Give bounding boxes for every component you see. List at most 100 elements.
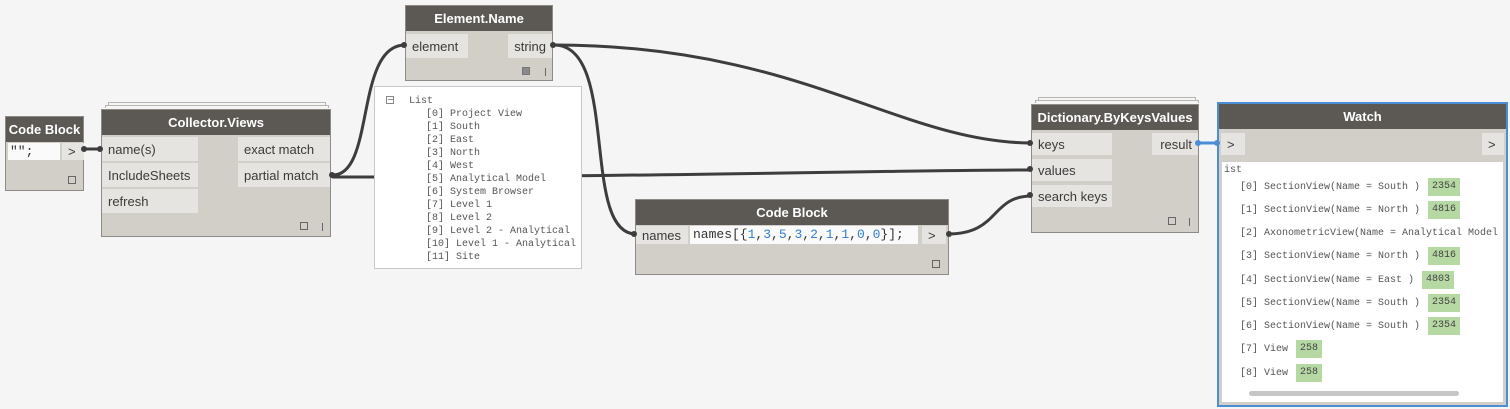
input-port-values[interactable]: values (1032, 159, 1112, 181)
output-pin[interactable] (81, 146, 87, 152)
code-number: 3 (794, 227, 803, 242)
watch-node[interactable]: Watch > > ist [0] SectionView(Name = Sou… (1217, 102, 1508, 407)
input-pin[interactable] (1027, 192, 1033, 198)
output-port[interactable]: > (62, 143, 84, 160)
input-port-keys[interactable]: keys (1032, 133, 1112, 155)
watch-value: 2354 (1428, 294, 1461, 312)
list-item: [6] System Browser (426, 187, 535, 198)
code-editor[interactable]: ""; (8, 143, 60, 160)
list-item: [7] Level 1 (426, 200, 493, 211)
list-item: [0] Project View (426, 109, 523, 120)
output-pin[interactable] (329, 172, 335, 178)
resize-handle[interactable] (545, 68, 546, 76)
output-port-partial-match[interactable]: partial match (238, 163, 330, 187)
code-number: 1 (841, 227, 850, 242)
code-block-node-2[interactable]: Code Block names names[{1,3,5,3,2,1,1,0,… (635, 199, 949, 275)
preview-toggle-icon[interactable] (68, 176, 76, 184)
watch-value: 4816 (1428, 247, 1461, 265)
watch-row: [4] SectionView(Name = East )4803 (1240, 271, 1455, 289)
list-preview-panel: − List [0] Project View [1] South [2] Ea… (374, 86, 582, 269)
input-pin[interactable] (1027, 140, 1033, 146)
code-prefix: names[{ (693, 227, 748, 242)
output-pin[interactable] (946, 231, 952, 237)
code-comma: , (817, 227, 826, 242)
watch-row: [3] SectionView(Name = North )4816 (1240, 247, 1461, 265)
watch-row: [0] SectionView(Name = South )2354 (1240, 178, 1461, 196)
code-editor[interactable]: names[{1,3,5,3,2,1,1,0,0}]; (690, 226, 918, 244)
input-port-names[interactable]: names (636, 226, 688, 244)
output-port-exact-match[interactable]: exact match (238, 137, 330, 161)
output-port-result[interactable]: result (1152, 133, 1198, 155)
input-pin[interactable] (401, 42, 407, 48)
input-port[interactable]: > (1221, 133, 1245, 155)
wire-string-to-dict-keys (552, 43, 1034, 145)
input-port-includesheets[interactable]: IncludeSheets (102, 163, 198, 187)
input-port-element[interactable]: element (406, 34, 468, 58)
resize-handle[interactable] (322, 223, 323, 231)
watch-list-label: ist (1224, 165, 1243, 176)
watch-output-panel: ist [0] SectionView(Name = South )2354 [… (1222, 162, 1503, 402)
watch-row: [1] SectionView(Name = North )4816 (1240, 201, 1461, 219)
list-item: [4] West (426, 161, 475, 172)
wire-codeblock-to-dict-search (946, 194, 1034, 236)
code-number: 1 (747, 227, 756, 242)
node-stack-edge (108, 102, 326, 105)
watch-row: [2] AxonometricView(Name = Analytical Mo… (1240, 227, 1499, 239)
input-pin[interactable] (97, 146, 103, 152)
watch-value: 258 (1296, 340, 1323, 358)
code-suffix: }]; (880, 227, 904, 242)
code-number: 1 (825, 227, 834, 242)
list-item: [10] Level 1 - Analytical (426, 239, 577, 250)
list-item: [3] North (426, 148, 481, 159)
output-pin[interactable] (550, 42, 556, 48)
node-stack-edge (1035, 100, 1199, 103)
node-title: Code Block (636, 200, 948, 225)
input-pin[interactable] (1214, 140, 1220, 146)
watch-value: 258 (1296, 364, 1323, 382)
code-number: 0 (872, 227, 881, 242)
list-item: [11] Site (426, 252, 481, 263)
collector-views-node[interactable]: Collector.Views name(s) IncludeSheets re… (101, 109, 331, 237)
list-item: [1] South (426, 122, 481, 133)
node-stack-edge (105, 105, 329, 108)
input-pin[interactable] (1027, 166, 1033, 172)
code-block-node-1[interactable]: Code Block ""; > (5, 116, 84, 191)
element-name-node[interactable]: Element.Name element string (405, 5, 553, 81)
code-comma: , (802, 227, 811, 242)
code-number: 0 (856, 227, 865, 242)
preview-toggle-icon[interactable] (300, 222, 308, 230)
preview-toggle-icon[interactable] (1168, 217, 1176, 225)
horizontal-scrollbar[interactable] (1249, 391, 1459, 396)
code-numbers: 1,3,5,3,2,1,1,0,0 (748, 227, 881, 242)
code-number: 3 (763, 227, 772, 242)
output-port-string[interactable]: string (508, 34, 552, 58)
node-title: Watch (1219, 104, 1506, 129)
dictionary-bykeysvalues-node[interactable]: Dictionary.ByKeysValues keys values sear… (1031, 104, 1199, 233)
preview-toggle-icon[interactable] (932, 260, 940, 268)
collapse-icon[interactable]: − (386, 95, 394, 104)
preview-toggle-icon[interactable] (522, 67, 530, 75)
node-title: Element.Name (406, 6, 552, 31)
list-header: List (409, 96, 434, 107)
input-port-search-keys[interactable]: search keys (1032, 185, 1112, 207)
output-port[interactable]: > (1482, 133, 1504, 155)
watch-value: 2354 (1428, 178, 1461, 196)
output-pin[interactable] (1195, 140, 1201, 146)
code-number: 5 (778, 227, 787, 242)
input-pin[interactable] (631, 231, 637, 237)
input-port-refresh[interactable]: refresh (102, 189, 198, 213)
list-item: [9] Level 2 - Analytical (426, 226, 571, 237)
resize-handle[interactable] (1189, 218, 1190, 226)
watch-value: 2354 (1428, 317, 1461, 335)
output-port[interactable]: > (922, 226, 946, 244)
node-title: Collector.Views (102, 110, 330, 135)
code-comma: , (786, 227, 795, 242)
watch-row: [5] SectionView(Name = South )2354 (1240, 294, 1461, 312)
watch-value: 4816 (1428, 201, 1461, 219)
code-comma: , (849, 227, 857, 242)
code-comma: , (771, 227, 779, 242)
code-comma: , (864, 227, 873, 242)
input-port-names[interactable]: name(s) (102, 137, 198, 161)
